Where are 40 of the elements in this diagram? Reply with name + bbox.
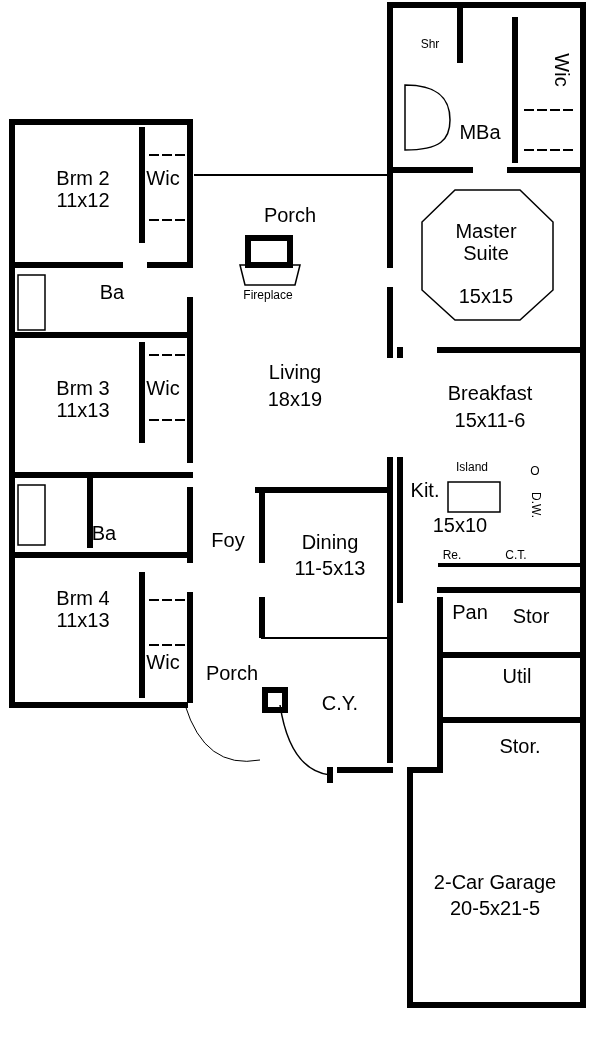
- room-label: Porch: [263, 204, 317, 226]
- room-size: 15x11-6: [454, 409, 526, 431]
- room-size: 11x13: [56, 609, 110, 631]
- room-label: Kit.: [410, 479, 440, 501]
- room-label: Living: [268, 361, 322, 383]
- fixture-label: Fireplace: [243, 289, 293, 303]
- room-label: Stor.: [499, 735, 541, 757]
- room-label: Wic: [146, 167, 180, 189]
- room-size: 11-5x13: [294, 557, 366, 579]
- room-label: Pan: [452, 601, 488, 623]
- room-label: Brm 2: [56, 167, 110, 189]
- room-size: 11x12: [56, 189, 110, 211]
- room-label: Stor: [512, 605, 550, 627]
- room-label: Brm 3: [56, 377, 110, 399]
- room-label: Brm 4: [56, 587, 110, 609]
- fixture-label: C.T.: [505, 549, 527, 563]
- room-label: Util: [502, 665, 532, 687]
- fixture-label: Island: [456, 461, 488, 475]
- room-label: Breakfast: [447, 382, 533, 404]
- room-label: Ba: [99, 281, 125, 303]
- room-label: Foy: [211, 529, 245, 551]
- room-size: 15x10: [432, 514, 488, 536]
- room-size: 18x19: [267, 388, 323, 410]
- room-label: 2-Car Garage: [433, 871, 557, 893]
- room-size: 11x13: [56, 399, 110, 421]
- room-label: Wic: [146, 377, 180, 399]
- room-label: Master Suite: [454, 220, 518, 264]
- room-label: Dining: [301, 531, 359, 553]
- fixture-label: O: [530, 465, 540, 479]
- room-label: Porch: [205, 662, 259, 684]
- room-label: Wic: [146, 651, 180, 673]
- room-label: C.Y.: [321, 692, 359, 714]
- room-label: Ba: [91, 522, 117, 544]
- fixture-label: Re.: [442, 549, 462, 563]
- room-label: Wic: [551, 53, 573, 87]
- fixture-label: Shr: [420, 38, 440, 52]
- fixture-label: D.W.: [528, 492, 542, 518]
- room-size: 20-5x21-5: [449, 897, 541, 919]
- room-label: MBa: [459, 121, 501, 143]
- room-size: 15x15: [458, 285, 514, 307]
